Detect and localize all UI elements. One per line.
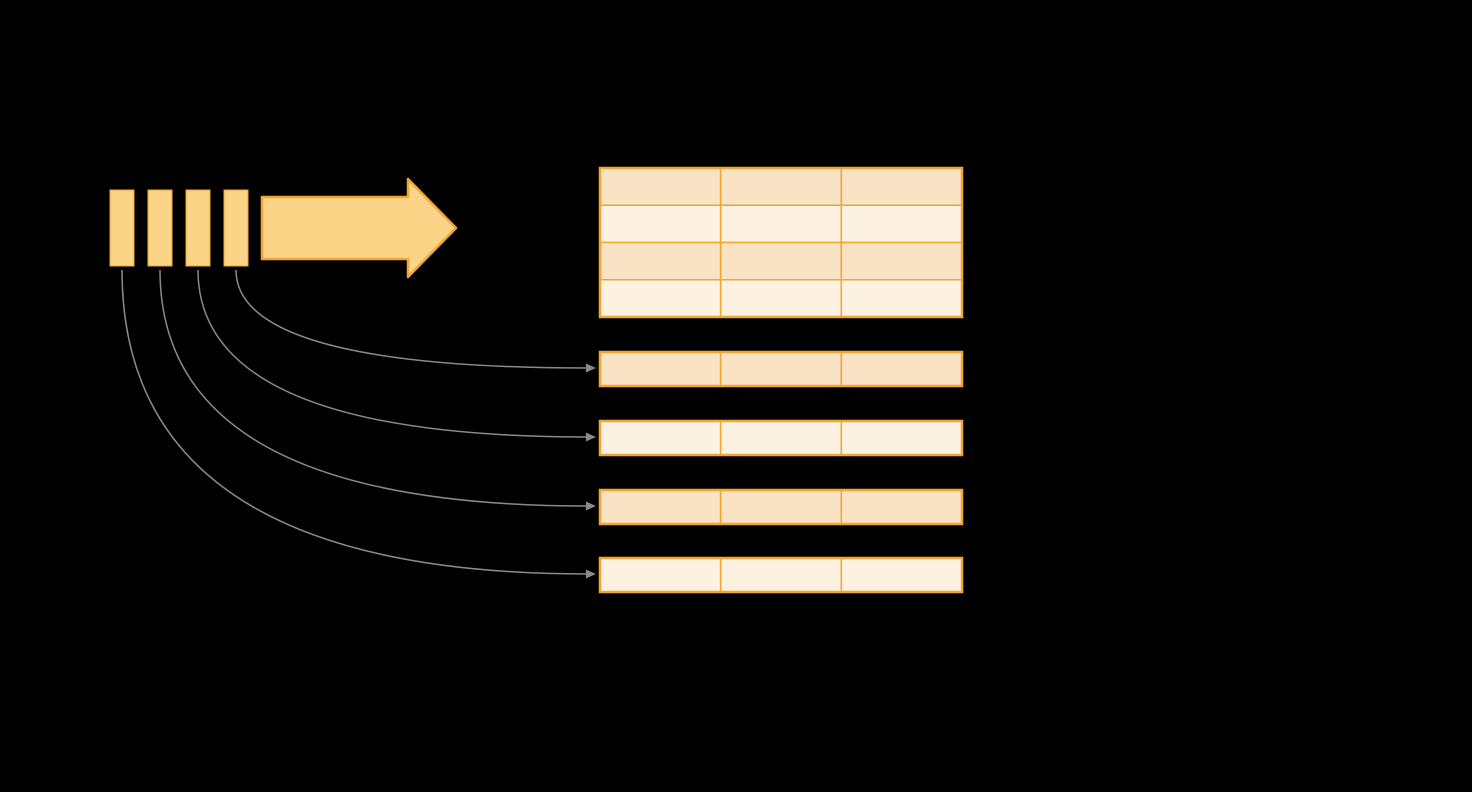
partition-table-1-outline: [598, 350, 964, 388]
partition-table-3-cell: [840, 489, 963, 525]
partition-table-4-cell: [719, 557, 843, 593]
main-table-cell: [840, 241, 963, 281]
partition-table-1: [598, 350, 964, 388]
partition-table-2-cell: [719, 420, 843, 456]
main-table: [598, 166, 964, 319]
partition-table-1-cell: [719, 351, 843, 387]
main-table-cell: [719, 279, 843, 318]
partition-table-1-cell: [840, 351, 963, 387]
main-table-cell: [719, 167, 843, 206]
partition-table-2-cell: [599, 420, 722, 456]
stream-bar-2: [147, 189, 173, 267]
main-table-cell: [840, 204, 963, 244]
partition-table-2: [598, 419, 964, 457]
main-table-cell: [719, 204, 843, 244]
partition-table-3-cell: [719, 489, 843, 525]
partition-table-1-cell: [599, 351, 722, 387]
main-table-cell: [599, 279, 722, 318]
partition-table-4-cell: [599, 557, 722, 593]
connector-curve-3: [197, 269, 589, 438]
partition-table-4-outline: [598, 556, 964, 594]
partition-table-2-outline: [598, 419, 964, 457]
flow-arrow: [260, 177, 458, 279]
stream-bar-4: [223, 189, 249, 267]
connector-arrowhead-3: [586, 432, 596, 442]
connector-arrowhead-4: [586, 363, 596, 373]
connector-curve-4: [235, 269, 589, 369]
main-table-cell: [599, 241, 722, 281]
partition-table-4: [598, 556, 964, 594]
main-table-cell: [840, 167, 963, 206]
stream-bar-1: [109, 189, 135, 267]
main-table-cell: [719, 241, 843, 281]
stream-bar-3: [185, 189, 211, 267]
main-table-outline: [598, 166, 964, 319]
partition-table-3: [598, 488, 964, 526]
connector-curve-2: [159, 269, 589, 507]
main-table-cell: [599, 204, 722, 244]
main-table-cell: [599, 167, 722, 206]
partition-table-3-cell: [599, 489, 722, 525]
partition-table-2-cell: [840, 420, 963, 456]
main-table-cell: [840, 279, 963, 318]
partition-table-4-cell: [840, 557, 963, 593]
connector-curve-1: [121, 269, 589, 575]
connector-arrowhead-2: [586, 501, 596, 511]
connector-arrowhead-1: [586, 569, 596, 579]
partition-table-3-outline: [598, 488, 964, 526]
